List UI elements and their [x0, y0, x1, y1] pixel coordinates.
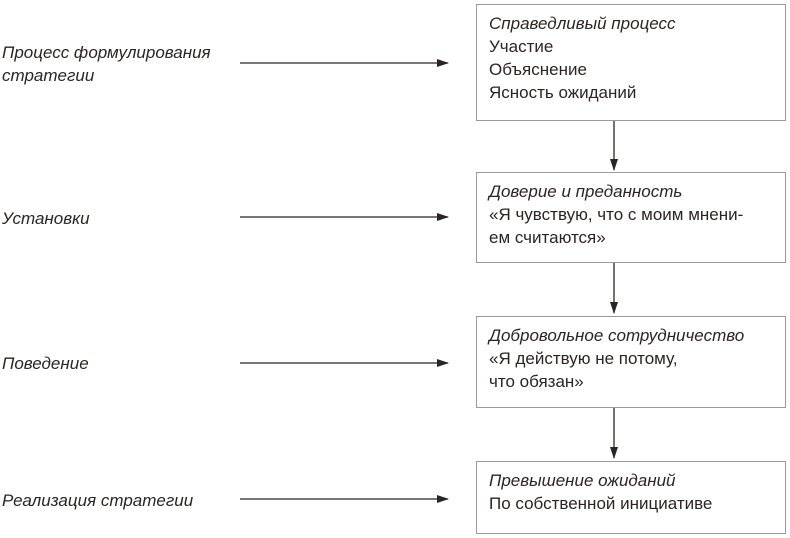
- stage-1-label-line-1: Процесс формулирования: [2, 43, 211, 62]
- stage-3-box-title: Добровольное сотрудничество: [489, 326, 745, 345]
- stage-2-label: Установки: [2, 207, 90, 230]
- stage-1-label-line-2: стратегии: [2, 66, 95, 85]
- stage-2-box-title: Доверие и преданность: [489, 182, 683, 201]
- stage-3-box: Добровольное сотрудничество «Я действую …: [476, 316, 786, 408]
- stage-1-box-line-1: Участие: [489, 37, 554, 56]
- stage-3-label-line-1: Поведение: [2, 354, 89, 373]
- stage-2-box: Доверие и преданность «Я чувствую, что с…: [476, 172, 786, 263]
- stage-1-box-line-2: Объяснение: [489, 60, 587, 79]
- stage-4-label-line-1: Реализация стратегии: [2, 491, 194, 510]
- stage-2-box-line-1: «Я чувствую, что с моим мнени-: [489, 205, 744, 224]
- stage-4-box-line-1: По собственной инициативе: [489, 494, 713, 513]
- stage-4-box: Превышение ожиданий По собственной иници…: [476, 461, 786, 534]
- stage-3-box-line-1: «Я действую не потому,: [489, 349, 678, 368]
- stage-2-box-line-2: ем считаются»: [489, 228, 606, 247]
- stage-4-box-title: Превышение ожиданий: [489, 471, 676, 490]
- stage-3-label: Поведение: [2, 352, 89, 375]
- stage-4-label: Реализация стратегии: [2, 489, 193, 512]
- stage-3-box-line-2: что обязан»: [489, 372, 584, 391]
- stage-1-box-title: Справедливый процесс: [489, 14, 676, 33]
- stage-2-label-line-1: Установки: [2, 209, 90, 228]
- stage-1-box-line-3: Ясность ожиданий: [489, 83, 637, 102]
- stage-1-label: Процесс формулирования стратегии: [2, 41, 211, 87]
- stage-1-box: Справедливый процесс Участие Объяснение …: [476, 4, 786, 121]
